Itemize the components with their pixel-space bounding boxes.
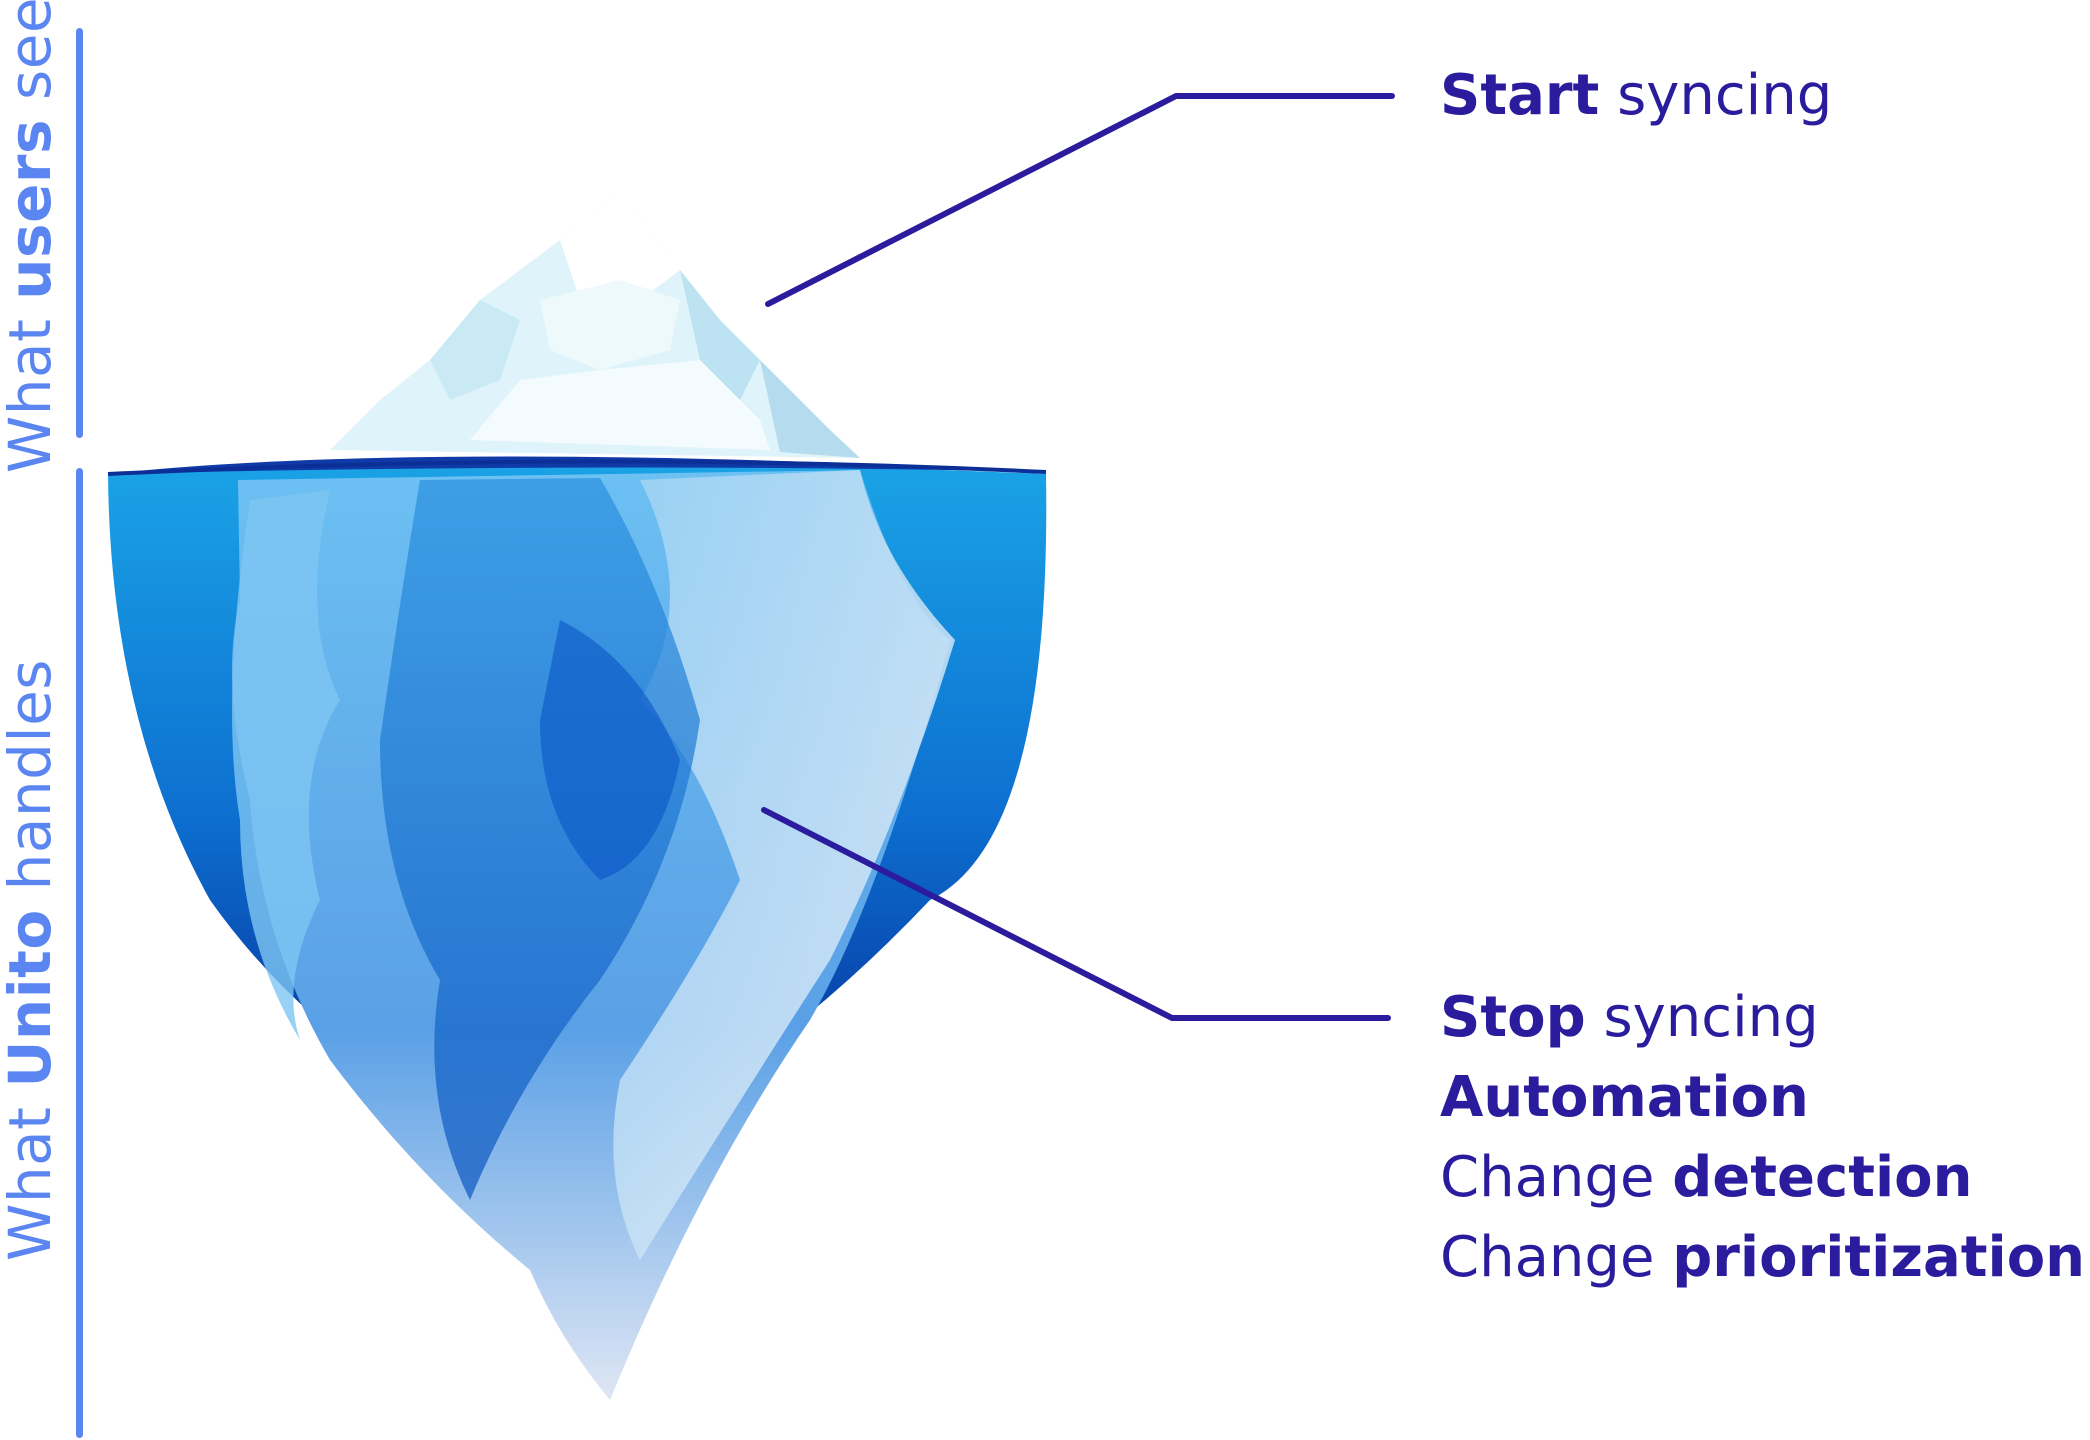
ice-peak-shade-3 (760, 360, 860, 458)
side-bar-bottom (76, 468, 83, 1438)
ice-underwater-right (613, 470, 955, 1260)
ice-peak-face-2 (560, 190, 680, 300)
ice-peak-face-1 (470, 360, 770, 450)
side-bar-top (76, 28, 83, 438)
ice-peak-face-3 (540, 280, 680, 370)
ice-peak-shade-2 (430, 300, 520, 400)
callout-line-change-detection: Change detection (1440, 1145, 1973, 1210)
ice-underwater-fold (540, 620, 680, 880)
connector-bottom (761, 807, 1391, 1021)
callout-line-stop-syncing: Stop syncing (1440, 985, 1819, 1050)
water-surface (108, 456, 1046, 474)
callout-line-automation: Automation (1440, 1065, 1809, 1130)
ice-peak-shade-1 (680, 270, 760, 400)
callout-bottom: Stop syncing Automation Change detection… (1440, 978, 2085, 1298)
ice-underwater-left (232, 490, 340, 1040)
callout-top: Start syncing (1440, 56, 1832, 136)
callout-line-start-syncing: Start syncing (1440, 63, 1833, 128)
connector-top (765, 93, 1395, 307)
surface-line (107, 459, 1047, 476)
callout-line-change-prioritization: Change prioritization (1440, 1225, 2086, 1290)
ice-underwater-shadow (380, 478, 700, 1200)
